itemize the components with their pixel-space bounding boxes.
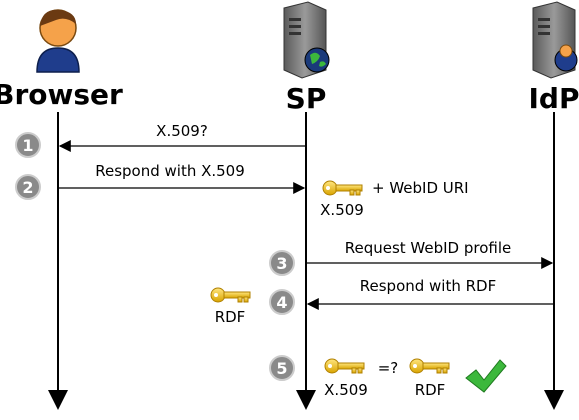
message-2-label: Respond with X.509 (95, 162, 245, 180)
step-3-number: 3 (276, 254, 287, 273)
step-5-number: 5 (276, 359, 287, 378)
server-user-icon (532, 1, 578, 79)
checkmark-icon (465, 359, 507, 393)
message-1-label: X.509? (156, 122, 208, 140)
sp-title: SP (286, 82, 327, 115)
key-icon (409, 358, 450, 374)
message-3-label: Request WebID profile (345, 239, 512, 257)
server-globe-icon (283, 1, 330, 79)
step-5-badge: 5 (269, 355, 295, 381)
sp-key-suffix: + WebID URI (372, 179, 469, 197)
key-icon (322, 180, 363, 196)
user-icon (36, 9, 80, 73)
rdf-key-label: RDF (215, 308, 246, 326)
step-4-number: 4 (276, 293, 287, 312)
step5-right-key-label: RDF (415, 381, 446, 399)
step5-left-key-label: X.509 (324, 381, 368, 399)
browser-title: Browser (0, 78, 123, 111)
sp-key-label: X.509 (320, 201, 364, 219)
step-4-badge: 4 (269, 289, 295, 315)
step-2-number: 2 (22, 178, 33, 197)
step-2-badge: 2 (15, 174, 41, 200)
step-1-number: 1 (22, 136, 33, 155)
step-3-badge: 3 (269, 250, 295, 276)
step-1-badge: 1 (15, 132, 41, 158)
idp-title: IdP (529, 82, 579, 115)
message-4-label: Respond with RDF (360, 277, 496, 295)
key-icon (324, 358, 365, 374)
key-icon (210, 287, 251, 303)
step5-operator: =? (378, 359, 399, 377)
